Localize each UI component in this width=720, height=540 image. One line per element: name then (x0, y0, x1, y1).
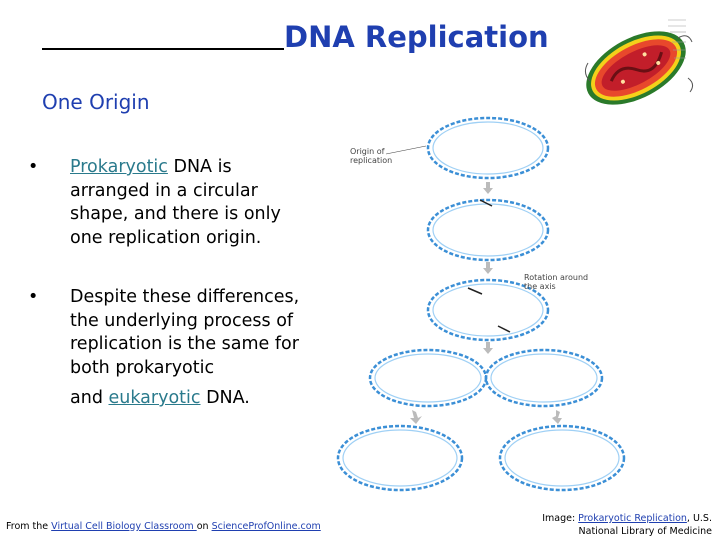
step-arrows (410, 182, 562, 424)
dna-loop-4a (368, 348, 488, 408)
bullet-text-body: Despite these differences, the underlyin… (70, 287, 300, 378)
virtual-cell-link[interactable]: Virtual Cell Biology Classroom (51, 521, 197, 532)
dna-loop-5a (336, 424, 464, 492)
slide-subtitle: One Origin (42, 90, 150, 114)
bullet-text-body: DNA is arranged in a circular shape, and… (70, 157, 281, 248)
dna-loop-5b (498, 424, 626, 492)
bullet-text-end: DNA. (200, 388, 250, 408)
bullet-text-line: and eukaryotic DNA. (70, 387, 310, 411)
footer-mid: on (196, 521, 212, 532)
title-blank-line (42, 20, 284, 50)
image-credit-suffix: , U.S. (686, 513, 712, 524)
slide-title: DNA Replication (42, 20, 549, 54)
bullet-dot: • (28, 157, 39, 177)
dna-loop-3 (426, 278, 550, 342)
origin-label: Origin of replication (350, 147, 392, 165)
bullet-text-and: and (70, 388, 109, 408)
bullet-text: Prokaryotic DNA is arranged in a circula… (70, 156, 310, 250)
rotation-label: Rotation around the axis (524, 273, 591, 291)
bullet-dot: • (28, 287, 39, 307)
dna-loop-4b (484, 348, 604, 408)
dna-loop-2 (426, 198, 550, 262)
image-credit: Image: Prokaryotic Replication, U.S. Nati… (542, 512, 712, 538)
bullet-text: Despite these differences, the underlyin… (70, 286, 310, 411)
replication-diagram: Origin of replication Rotation around th… (336, 116, 626, 492)
dna-loop-1 (426, 116, 550, 180)
eukaryotic-link[interactable]: eukaryotic (108, 388, 201, 408)
prokaryotic-link[interactable]: Prokaryotic (70, 157, 168, 177)
footer-credit: From the Virtual Cell Biology Classroom … (6, 521, 321, 532)
image-credit-line2: National Library of Medicine (578, 526, 712, 537)
bacterium-illustration (584, 19, 694, 105)
image-credit-prefix: Image: (542, 513, 579, 524)
title-text: DNA Replication (284, 20, 549, 54)
prokaryotic-replication-link[interactable]: Prokaryotic Replication (578, 513, 687, 524)
scienceprof-link[interactable]: ScienceProfOnline.com (211, 521, 321, 532)
footer-prefix: From the (6, 521, 52, 532)
